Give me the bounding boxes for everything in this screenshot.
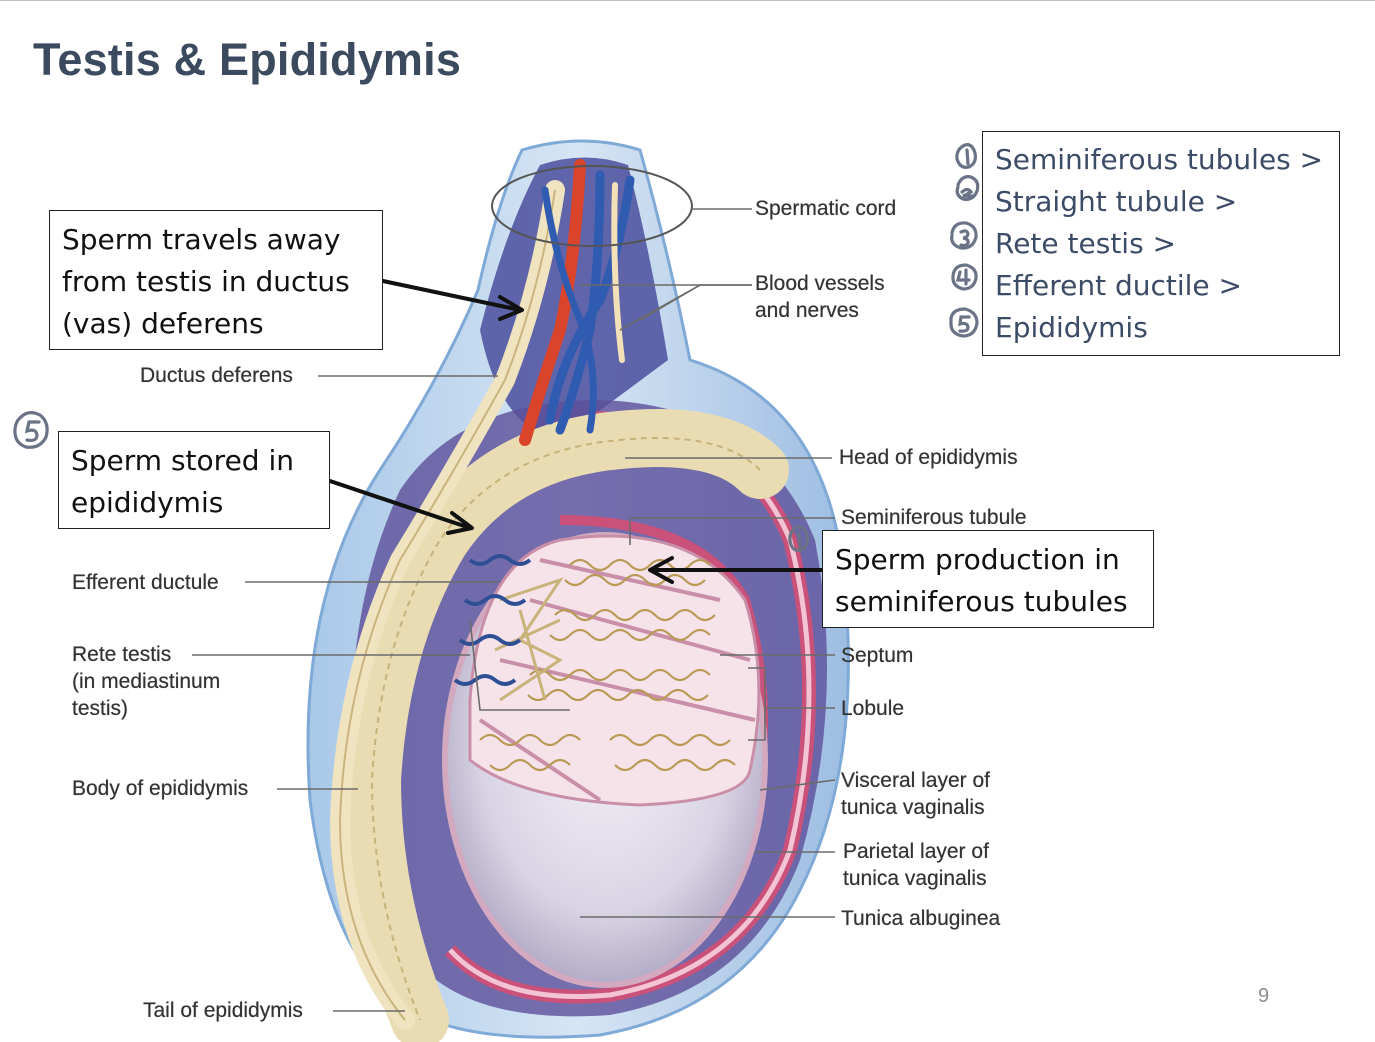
label-rete-testis: Rete testis xyxy=(72,643,172,666)
handwritten-marks xyxy=(13,143,980,552)
label-lobule: Lobule xyxy=(841,697,905,720)
callout-line: seminiferous tubules xyxy=(835,585,1128,618)
callout-sperm-production: Sperm production in seminiferous tubules xyxy=(822,530,1154,628)
callout-line: Sperm stored in xyxy=(71,444,294,477)
label-visceral-layer: Visceral layer of xyxy=(841,769,991,792)
step-1-mark-icon xyxy=(955,143,977,169)
label-body-of-epididymis: Body of epididymis xyxy=(72,777,249,800)
label-rete-mediastinum: (in mediastinum xyxy=(72,670,221,693)
label-and-nerves: and nerves xyxy=(755,299,859,322)
callout-line: Sperm production in xyxy=(835,543,1120,576)
callout-line: Sperm travels away xyxy=(62,223,341,256)
callout-line: from testis in ductus xyxy=(62,265,350,298)
efferent-ductules xyxy=(453,554,532,686)
cord-vessels xyxy=(519,159,635,446)
label-spermatic-cord: Spermatic cord xyxy=(755,197,897,220)
callout-line: epididymis xyxy=(71,486,224,519)
page-number: 9 xyxy=(1258,985,1270,1007)
label-efferent-ductule: Efferent ductule xyxy=(72,571,219,594)
label-parietal-tunica: tunica vaginalis xyxy=(843,867,987,890)
slide-title: Testis & Epididymis xyxy=(33,34,462,85)
label-visceral-tunica: tunica vaginalis xyxy=(841,796,985,819)
label-septum: Septum xyxy=(841,644,914,667)
step-3-mark-icon xyxy=(950,221,978,250)
label-tail-of-epididymis: Tail of epididymis xyxy=(143,999,303,1022)
label-ductus-deferens: Ductus deferens xyxy=(140,364,293,387)
label-rete-testis-close: testis) xyxy=(72,697,129,720)
callout-arrows xyxy=(328,279,824,584)
leader-lines xyxy=(192,208,836,1012)
callout-ductus-deferens: Sperm travels away from testis in ductus… xyxy=(49,210,383,350)
label-seminiferous-tubule: Seminiferous tubule xyxy=(841,506,1027,529)
side-step-5-mark-icon xyxy=(13,411,49,449)
label-blood-vessels: Blood vessels xyxy=(755,272,885,295)
callout-epididymis-storage: Sperm stored in epididymis xyxy=(58,431,330,529)
step-5-mark-icon xyxy=(949,307,979,338)
callout-line: (vas) deferens xyxy=(62,307,264,340)
cord-section xyxy=(491,165,693,247)
pathway-step-4: Efferent ductile > xyxy=(995,269,1242,302)
label-tunica-albuginea: Tunica albuginea xyxy=(841,907,1001,930)
seminiferous-tubules xyxy=(479,558,736,772)
pathway-step-2: Straight tubule > xyxy=(995,185,1238,218)
pathway-step-3: Rete testis > xyxy=(995,227,1177,260)
side-step-1-mark-icon xyxy=(788,525,809,552)
step-2-mark-icon xyxy=(955,175,980,201)
step-4-mark-icon xyxy=(951,263,978,291)
label-head-of-epididymis: Head of epididymis xyxy=(839,446,1018,469)
top-divider xyxy=(0,0,1375,1)
label-parietal-layer: Parietal layer of xyxy=(843,840,989,863)
pathway-step-1: Seminiferous tubules > xyxy=(995,143,1324,176)
sperm-pathway-list: Seminiferous tubules > Straight tubule >… xyxy=(982,131,1340,356)
pathway-step-5: Epididymis xyxy=(995,311,1148,344)
